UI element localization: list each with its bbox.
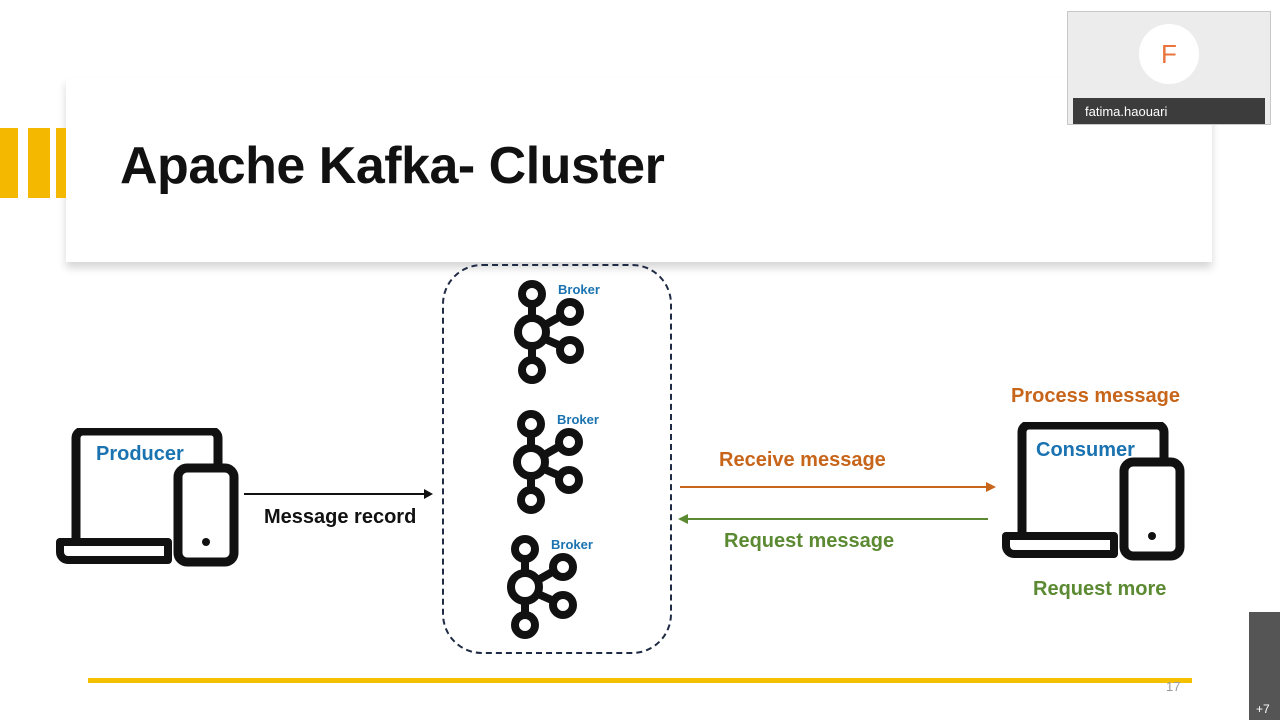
footer-divider	[88, 678, 1192, 683]
message-record-arrow	[244, 489, 433, 499]
request-message-arrow	[678, 514, 988, 524]
more-participants-panel[interactable]	[1249, 612, 1280, 720]
consumer-label: Consumer	[1036, 439, 1135, 461]
participant-name: fatima.haouari	[1085, 104, 1168, 119]
kafka-icon	[513, 410, 583, 514]
producer-laptop-phone-icon	[56, 428, 239, 567]
broker-label: Broker	[551, 537, 593, 552]
slide-title: Apache Kafka- Cluster	[120, 137, 665, 195]
participant-name-bar	[1073, 98, 1265, 124]
message-record-label: Message record	[264, 506, 417, 528]
kafka-icon	[514, 280, 584, 384]
kafka-cluster-box	[442, 264, 672, 654]
receive-message-arrow	[680, 482, 996, 492]
accent-bar	[28, 128, 50, 198]
accent-bar	[56, 128, 66, 198]
broker-label: Broker	[558, 282, 600, 297]
kafka-icon	[507, 535, 577, 639]
participant-avatar: F	[1139, 24, 1199, 84]
broker-label: Broker	[557, 412, 599, 427]
consumer-laptop-phone-icon	[1002, 422, 1185, 561]
request-message-label: Request message	[724, 530, 895, 552]
title-band	[66, 78, 1212, 262]
accent-bar	[0, 128, 18, 198]
receive-message-label: Receive message	[719, 449, 886, 471]
process-message-label: Process message	[1011, 385, 1181, 407]
producer-label: Producer	[96, 443, 184, 465]
request-more-label: Request more	[1033, 578, 1167, 600]
more-participants-count: +7	[1256, 702, 1270, 716]
page-number: 17	[1166, 679, 1181, 694]
